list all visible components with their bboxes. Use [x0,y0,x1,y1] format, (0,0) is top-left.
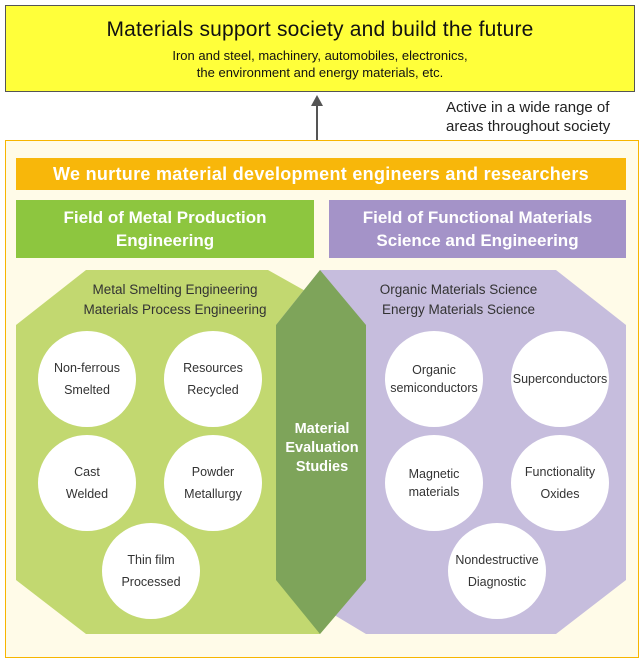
future-subtitle-line1: Iron and steel, machinery, automobiles, … [172,48,468,63]
circle-non-ferrous: Non-ferrous Smelted [38,331,136,427]
circle-functionality-oxides: Functionality Oxides [511,435,609,531]
future-subtitle: Iron and steel, machinery, automobiles, … [6,47,634,81]
up-arrow-shaft [316,104,318,140]
right-group-heading: Organic Materials Science Energy Materia… [336,280,581,320]
field-functional-materials: Field of Functional Materials Science an… [329,200,626,258]
up-arrow-icon [311,95,323,106]
arrow-caption-line1: Active in a wide range of [446,99,610,116]
field-metal-line2: Engineering [115,231,215,250]
right-heading-line2: Energy Materials Science [381,302,536,317]
material-evaluation-label: Material Evaluation Studies [285,421,359,475]
future-statement-box: Materials support society and build the … [5,5,635,92]
arrow-caption: Active in a wide range of areas througho… [446,98,641,136]
field-metal-production: Field of Metal Production Engineering [16,200,314,258]
circle-superconductors: Superconductors [511,331,609,427]
right-heading-line1: Organic Materials Science [379,282,538,297]
circle-magnetic-materials: Magnetic materials [385,435,483,531]
left-heading-line2: Materials Process Engineering [83,302,267,317]
overlap-region [276,270,366,634]
field-func-line1: Field of Functional Materials [362,208,593,227]
left-group-heading: Metal Smelting Engineering Materials Pro… [40,280,310,320]
circle-thin-film: Thin film Processed [102,523,200,619]
circle-organic-semiconductors: Organic semiconductors [385,331,483,427]
future-title: Materials support society and build the … [106,18,534,41]
circle-resources: Resources Recycled [164,331,262,427]
field-metal-line1: Field of Metal Production [63,208,267,227]
arrow-caption-line2: areas throughout society [446,118,611,135]
left-heading-line1: Metal Smelting Engineering [92,282,258,297]
circle-nondestructive: Nondestructive Diagnostic [448,523,546,619]
circle-powder: Powder Metallurgy [164,435,262,531]
future-subtitle-line2: the environment and energy materials, et… [196,65,444,80]
mission-banner: We nurture material development engineer… [16,158,626,190]
field-func-line2: Science and Engineering [376,231,579,250]
circle-cast: Cast Welded [38,435,136,531]
